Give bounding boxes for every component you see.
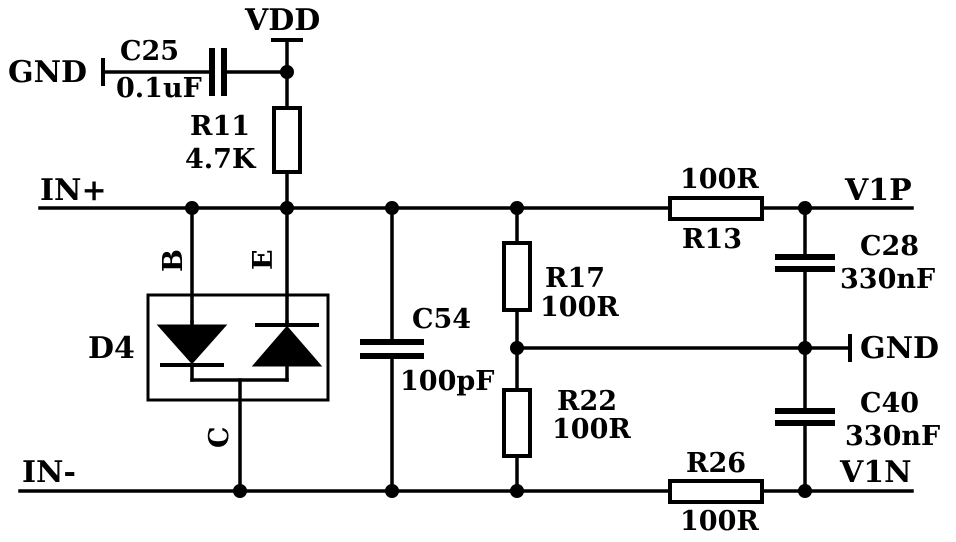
r22-ref: R22 (557, 386, 617, 417)
r11-value: 4.7K (185, 144, 257, 175)
c54-value: 100pF (400, 366, 494, 397)
r11-symbol (274, 108, 300, 172)
c28-symbol (775, 257, 835, 269)
junction-inminus-c (233, 484, 247, 498)
net-label-gnd-right: GND (860, 331, 939, 366)
junction-inminus-r22 (510, 484, 524, 498)
r26-value: 100R (680, 506, 759, 537)
r26-ref: R26 (686, 448, 746, 479)
junction-inplus-e (280, 201, 294, 215)
junction-mid-gnd (798, 341, 812, 355)
r26-symbol (670, 481, 762, 502)
c40-ref: C40 (860, 388, 919, 419)
junction-v1p-c28 (798, 201, 812, 215)
net-label-v1p: V1P (844, 173, 912, 208)
c54-ref: C54 (412, 304, 471, 335)
d4-diode-left (160, 326, 224, 365)
junction-mid-r17-r22 (510, 341, 524, 355)
junction-vdd-c25 (280, 65, 294, 79)
c25-value: 0.1uF (116, 73, 202, 104)
d4-pin-e: E (248, 249, 279, 270)
net-label-in-plus: IN+ (40, 173, 107, 208)
net-label-vdd: VDD (244, 3, 320, 38)
r17-symbol (504, 243, 530, 310)
c28-value: 330nF (840, 264, 935, 295)
d4-pin-b: B (158, 249, 189, 272)
c28-ref: C28 (860, 231, 919, 262)
junction-inplus-b (185, 201, 199, 215)
d4-pin-c: C (204, 427, 235, 449)
r13-symbol (670, 198, 762, 219)
r22-symbol (504, 390, 530, 456)
junction-inminus-c54 (385, 484, 399, 498)
junction-inplus-r17 (510, 201, 524, 215)
junction-v1n-c40 (798, 484, 812, 498)
c40-symbol (775, 411, 835, 423)
c25-ref: C25 (120, 36, 179, 67)
junction-inplus-c54 (385, 201, 399, 215)
r13-ref: R13 (682, 224, 742, 255)
r22-value: 100R (552, 414, 631, 445)
net-label-v1n: V1N (839, 455, 912, 490)
r17-ref: R17 (545, 263, 605, 294)
c54-symbol (360, 342, 424, 356)
net-label-gnd-left: GND (8, 55, 87, 90)
r11-ref: R11 (190, 111, 250, 142)
c40-value: 330nF (845, 421, 940, 452)
net-label-in-minus: IN- (22, 455, 76, 490)
r17-value: 100R (540, 292, 619, 323)
d4-ref: D4 (88, 331, 135, 366)
r13-value: 100R (680, 164, 759, 195)
d4-diode-right (255, 325, 319, 365)
c25-symbol (212, 48, 224, 96)
